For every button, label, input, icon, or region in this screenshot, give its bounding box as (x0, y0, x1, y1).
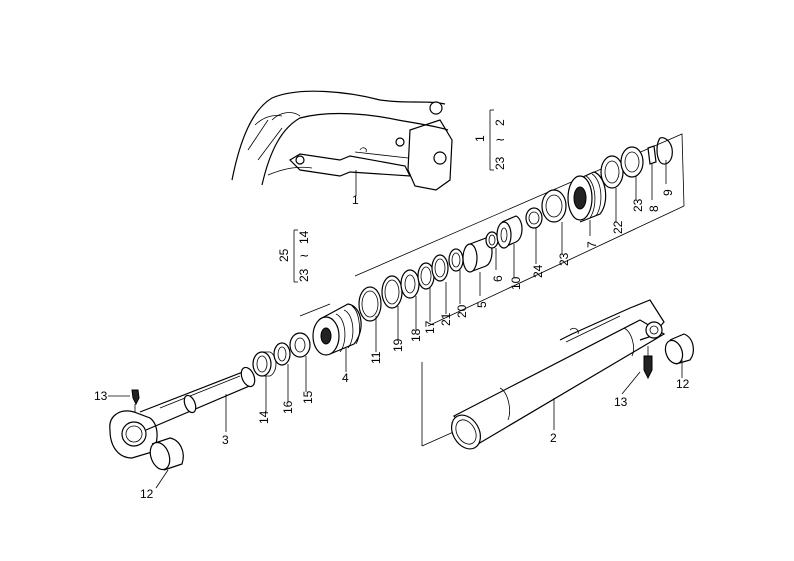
callout-1-tilde: ≀ (493, 138, 507, 143)
label-13-left: 13 (94, 389, 108, 403)
bushing-part-10 (496, 215, 523, 249)
label-12-left: 12 (140, 487, 154, 501)
ring-part-15 (289, 332, 311, 358)
label-13-right: 13 (614, 395, 628, 409)
label-23-lower: 23 (557, 252, 571, 266)
label-1: 1 (352, 193, 359, 207)
callout-25-tilde: ≀ (297, 254, 311, 259)
label-19: 19 (391, 338, 405, 352)
callout-assembly-25: 25 14 ≀ 23 (277, 229, 311, 283)
ring-part-23-lower (541, 189, 567, 223)
ring-part-18 (400, 269, 420, 299)
label-18: 18 (409, 328, 423, 342)
grease-nipple-part-13-right (643, 346, 653, 380)
ring-part-16 (273, 342, 291, 366)
ring-part-6 (485, 231, 499, 249)
bushing-part-12-left (149, 437, 184, 471)
callout-25-bottom: 23 (297, 268, 311, 282)
ring-part-24 (525, 207, 543, 229)
machine-arm-context-drawing (231, 90, 453, 191)
label-7: 7 (585, 241, 599, 248)
pin-part-8 (647, 145, 657, 165)
label-8: 8 (647, 205, 661, 212)
snap-ring-part-9 (656, 137, 673, 165)
label-15: 15 (301, 390, 315, 404)
piston-rod-part-3 (109, 366, 256, 459)
callout-25-main: 25 (277, 248, 291, 262)
label-17: 17 (423, 320, 437, 334)
label-22: 22 (611, 220, 625, 234)
label-16: 16 (281, 400, 295, 414)
callout-1-main: 1 (473, 135, 487, 142)
ring-part-20 (448, 248, 464, 272)
label-3: 3 (222, 433, 229, 447)
piston-part-4 (312, 303, 362, 356)
ring-part-14 (252, 351, 277, 377)
grease-nipple-part-13-left (108, 389, 140, 412)
label-12-right: 12 (676, 377, 690, 391)
ring-part-23-upper (620, 146, 644, 178)
label-9: 9 (661, 189, 675, 196)
ring-part-22 (600, 155, 624, 189)
ring-part-11 (358, 286, 382, 322)
assembly-frame-lines (299, 133, 685, 447)
label-11: 11 (369, 351, 383, 364)
callout-1-bottom: 23 (493, 156, 507, 170)
ring-part-19 (381, 275, 403, 309)
label-10: 10 (509, 276, 523, 290)
label-5: 5 (475, 301, 489, 308)
cylinder-head-part-7 (567, 171, 607, 223)
callout-25-top: 14 (297, 230, 311, 244)
label-2: 2 (550, 431, 557, 445)
label-20: 20 (455, 304, 469, 318)
label-4: 4 (342, 371, 349, 385)
leader-lines (155, 160, 683, 489)
label-24: 24 (531, 264, 545, 278)
bushing-part-12-right (664, 333, 694, 365)
part-labels: 1 2 3 4 12 12 13 13 14 16 15 11 19 18 17… (94, 189, 690, 501)
label-23-upper: 23 (631, 198, 645, 212)
label-21: 21 (439, 312, 453, 326)
label-14: 14 (257, 410, 271, 424)
ring-part-21 (431, 254, 449, 282)
callout-1-top: 2 (493, 119, 507, 126)
sleeve-part-5 (462, 237, 493, 273)
callout-assembly-1: 1 2 ≀ 23 (473, 109, 507, 171)
cylinder-tube-part-2 (450, 299, 666, 450)
label-6: 6 (491, 275, 505, 282)
